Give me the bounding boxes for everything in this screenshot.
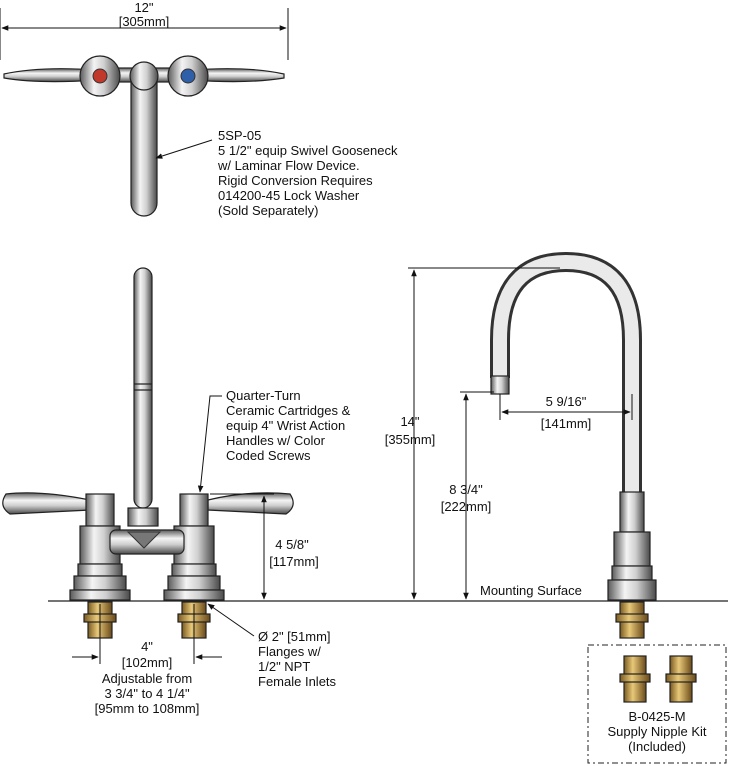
left-wrist-handle [2, 492, 91, 515]
cold-cartridge-cap [179, 493, 209, 527]
flange-callout: Ø 2" [51mm] Flanges w/ 1/2" NPT Female I… [258, 629, 337, 689]
callout-line: Flanges w/ [258, 644, 321, 659]
gooseneck-callout: 5SP-05 5 1/2" equip Swivel Gooseneck w/ … [217, 128, 398, 218]
kit-part-number: B-0425-M [628, 709, 685, 724]
callout-line: 5 1/2" equip Swivel Gooseneck [218, 143, 398, 158]
centers-adjustable: Adjustable from [102, 671, 192, 686]
callout-line: Rigid Conversion Requires [218, 173, 373, 188]
callout-line: Female Inlets [258, 674, 337, 689]
spout-base-top [129, 61, 159, 91]
cold-screw-icon [180, 68, 196, 84]
centers-range: 3 3/4" to 4 1/4" [104, 686, 190, 701]
spout-height-imperial: 8 3/4" [449, 482, 483, 497]
callout-line: w/ Laminar Flow Device. [217, 158, 360, 173]
callout-line: Ø 2" [51mm] [258, 629, 331, 644]
callout-line: 1/2" NPT [258, 659, 310, 674]
hot-cartridge-cap [85, 493, 115, 527]
callout-line: 014200-45 Lock Washer [218, 188, 360, 203]
kit-box [587, 644, 727, 764]
callout-line: Quarter-Turn [226, 388, 301, 403]
front-view [2, 267, 294, 639]
mounting-surface-label: Mounting Surface [480, 583, 582, 598]
top-view [0, 8, 289, 217]
callout-line: Ceramic Cartridges & [226, 403, 351, 418]
overall-width-metric: [305mm] [119, 14, 170, 29]
spout-height-metric: [222mm] [441, 499, 492, 514]
kit-title: Supply Nipple Kit [608, 724, 707, 739]
callout-line: Handles w/ Color [226, 433, 326, 448]
spout-reach-metric: [141mm] [541, 416, 592, 431]
gooseneck-front [133, 267, 153, 509]
callout-line: 5SP-05 [218, 128, 261, 143]
callout-line: Coded Screws [226, 448, 311, 463]
centers-range-metric: [95mm to 108mm] [95, 701, 200, 716]
spout-reach-imperial: 5 9/16" [546, 394, 587, 409]
side-view [490, 251, 657, 639]
overall-height-metric: [355mm] [385, 432, 436, 447]
callout-line: equip 4" Wrist Action [226, 418, 345, 433]
mount-height-metric: [117mm] [269, 554, 319, 569]
centers-metric: [102mm] [122, 655, 173, 670]
cartridge-callout: Quarter-Turn Ceramic Cartridges & equip … [226, 388, 351, 463]
overall-height-imperial: 14" [400, 414, 419, 429]
hot-screw-icon [92, 68, 108, 84]
gooseneck-side [493, 254, 639, 495]
overall-width-imperial: 12" [134, 0, 153, 15]
callout-line: (Sold Separately) [218, 203, 318, 218]
centers-imperial: 4" [141, 639, 153, 654]
right-wrist-handle [207, 492, 294, 515]
supply-nipple-kit: B-0425-M Supply Nipple Kit (Included) [587, 644, 727, 764]
laminar-outlet [490, 375, 510, 395]
mount-height-imperial: 4 5/8" [275, 537, 309, 552]
kit-included: (Included) [628, 739, 686, 754]
